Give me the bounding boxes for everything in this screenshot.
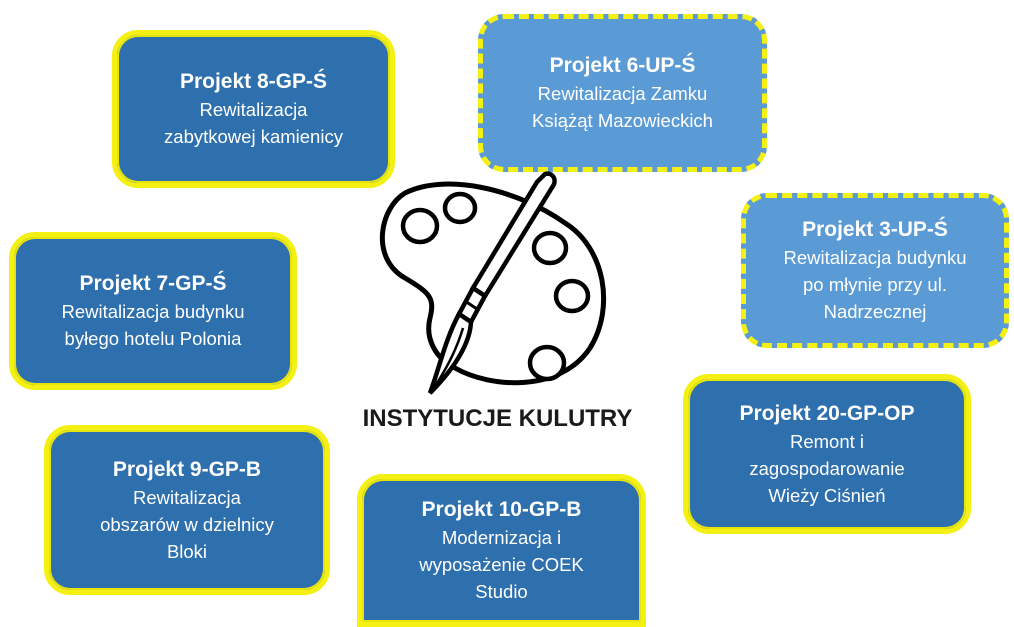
project-box-9: Projekt 9-GP-B Rewitalizacja obszarów w … (44, 425, 330, 595)
project-box-6: Projekt 6-UP-Ś Rewitalizacja Zamku Książ… (478, 14, 767, 172)
project-box-7: Projekt 7-GP-Ś Rewitalizacja budynku był… (9, 232, 297, 390)
project-box-3: Projekt 3-UP-Ś Rewitalizacja budynku po … (741, 193, 1009, 348)
project-box-10: Projekt 10-GP-B Modernizacja i wyposażen… (357, 474, 646, 627)
project-description: Modernizacja i wyposażenie COEK Studio (419, 527, 584, 602)
palette-brush-icon (379, 171, 607, 395)
project-description: Rewitalizacja zabytkowej kamienicy (164, 99, 343, 147)
project-description: Rewitalizacja budynku po młynie przy ul.… (783, 247, 967, 322)
project-box-20: Projekt 20-GP-OP Remont i zagospodarowan… (683, 374, 971, 534)
project-description: Rewitalizacja Zamku Książąt Mazowieckich (532, 83, 713, 131)
project-title: Projekt 3-UP-Ś (802, 218, 948, 241)
paint-well (527, 344, 567, 382)
project-box-8: Projekt 8-GP-Ś Rewitalizacja zabytkowej … (112, 30, 395, 188)
paint-well (531, 230, 569, 266)
paint-well (442, 191, 478, 225)
center-title: INSTYTUCJE KULUTRY (362, 405, 633, 432)
project-title: Projekt 9-GP-B (112, 457, 262, 481)
project-title: Projekt 7-GP-Ś (79, 272, 227, 295)
project-title: Projekt 8-GP-Ś (179, 70, 328, 93)
paint-well (553, 278, 591, 314)
project-title: Projekt 20-GP-OP (739, 401, 915, 425)
project-description: Remont i zagospodarowanie Wieży Ciśnień (749, 430, 905, 506)
project-title: Projekt 6-UP-Ś (549, 54, 696, 77)
project-title: Projekt 10-GP-B (421, 498, 582, 521)
brush (427, 171, 557, 395)
paint-well (400, 207, 440, 245)
project-description: Rewitalizacja obszarów w dzielnicy Bloki (100, 486, 274, 562)
project-description: Rewitalizacja budynku byłego hotelu Polo… (61, 301, 245, 349)
